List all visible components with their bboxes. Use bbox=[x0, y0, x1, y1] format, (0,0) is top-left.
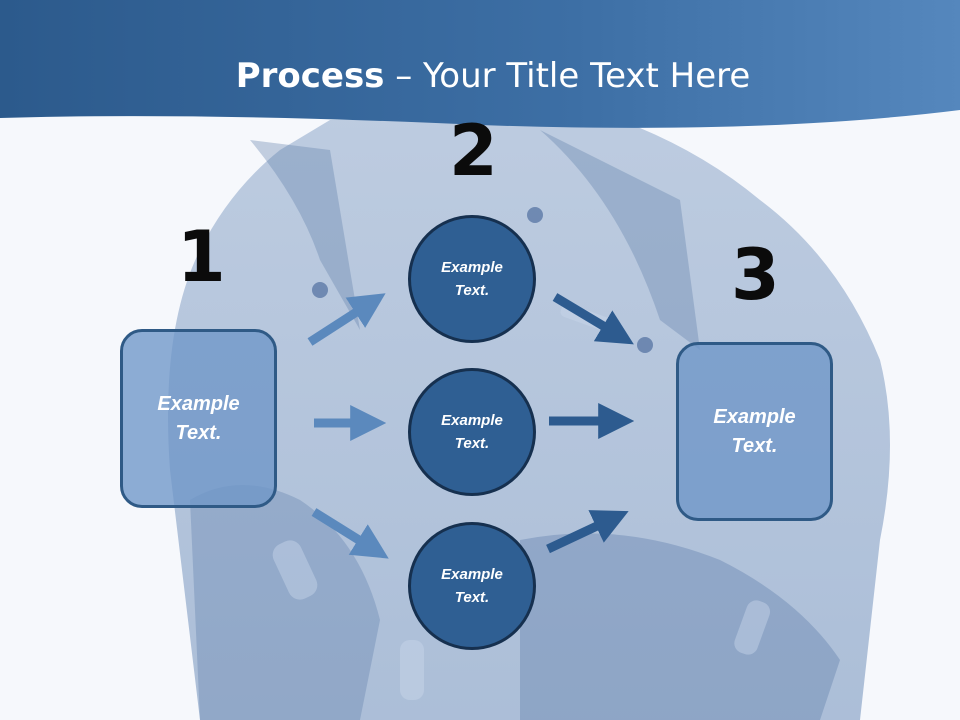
process-circle-top: Example Text. bbox=[408, 215, 536, 343]
step-number-3: 3 bbox=[731, 234, 780, 316]
circle-bottom-label: Example Text. bbox=[441, 566, 503, 606]
step-number-1: 1 bbox=[177, 216, 226, 298]
box-right-label: Example Text. bbox=[713, 405, 796, 457]
step-number-2: 2 bbox=[449, 110, 498, 192]
process-box-right: Example Text. bbox=[676, 342, 833, 521]
circle-top-label: Example Text. bbox=[441, 259, 503, 299]
arrow-left-to-top bbox=[307, 293, 386, 346]
page-title: Process – Your Title Text Here bbox=[0, 56, 960, 96]
process-box-left: Example Text. bbox=[120, 329, 277, 508]
process-circle-bottom: Example Text. bbox=[408, 522, 536, 650]
arrow-bottom-to-right bbox=[546, 510, 629, 554]
box-left-label: Example Text. bbox=[157, 392, 240, 444]
title-bold: Process bbox=[235, 56, 385, 96]
title-rest: – Your Title Text Here bbox=[384, 56, 751, 96]
process-circle-middle: Example Text. bbox=[408, 368, 536, 496]
arrow-left-to-bottom bbox=[311, 508, 389, 559]
header-band bbox=[0, 0, 960, 128]
arrow-top-to-right bbox=[552, 293, 634, 345]
circle-middle-label: Example Text. bbox=[441, 412, 503, 452]
